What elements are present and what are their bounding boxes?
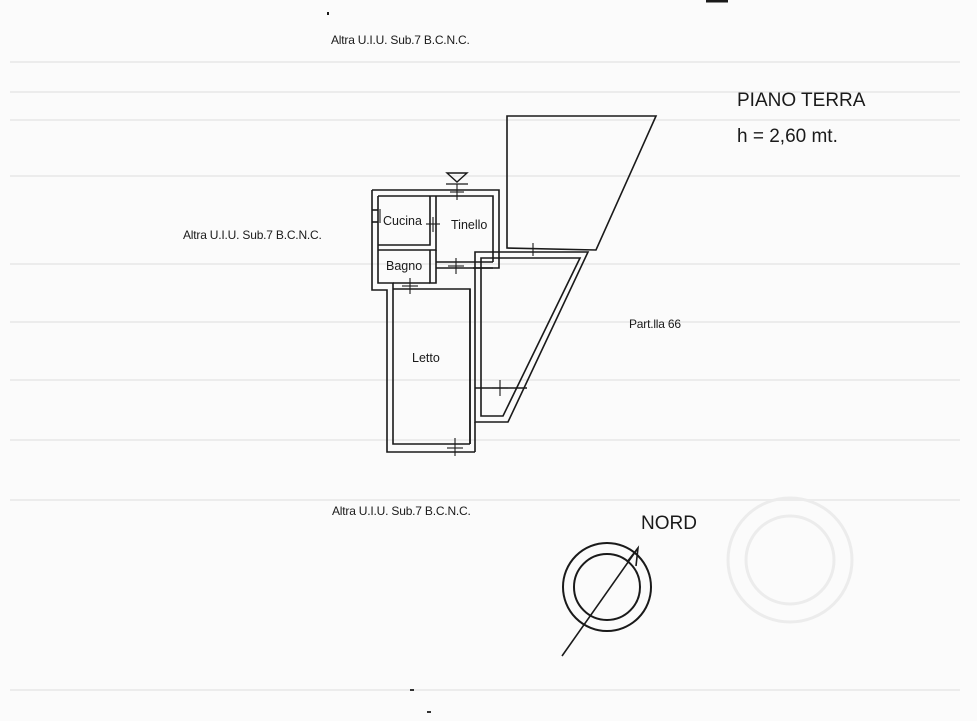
room-bathroom-label: Bagno: [386, 259, 423, 273]
entrance-triangle-icon: [445, 172, 469, 183]
faded-stamp: [726, 496, 854, 624]
north-compass-icon: [561, 542, 652, 657]
courtyard-outline: [506, 115, 658, 256]
faded-background-lines: [10, 61, 960, 691]
room-kitchen-label: Cucina: [383, 214, 422, 228]
room-dining-label: Tinello: [451, 218, 488, 232]
neighbor-label-left: Altra U.I.U. Sub.7 B.C.N.C.: [183, 228, 322, 242]
floor-name: PIANO TERRA: [737, 90, 866, 111]
room-bedroom-label: Letto: [412, 351, 440, 365]
neighbor-label-top: Altra U.I.U. Sub.7 B.C.N.C.: [331, 33, 470, 47]
apartment-walls: [371, 189, 590, 453]
opening-marks: [379, 184, 508, 456]
neighbor-label-bottom: Altra U.I.U. Sub.7 B.C.N.C.: [332, 504, 471, 518]
north-label: NORD: [641, 513, 697, 534]
parcel-label: Part.lla 66: [629, 317, 681, 331]
floor-height: h = 2,60 mt.: [737, 126, 838, 147]
